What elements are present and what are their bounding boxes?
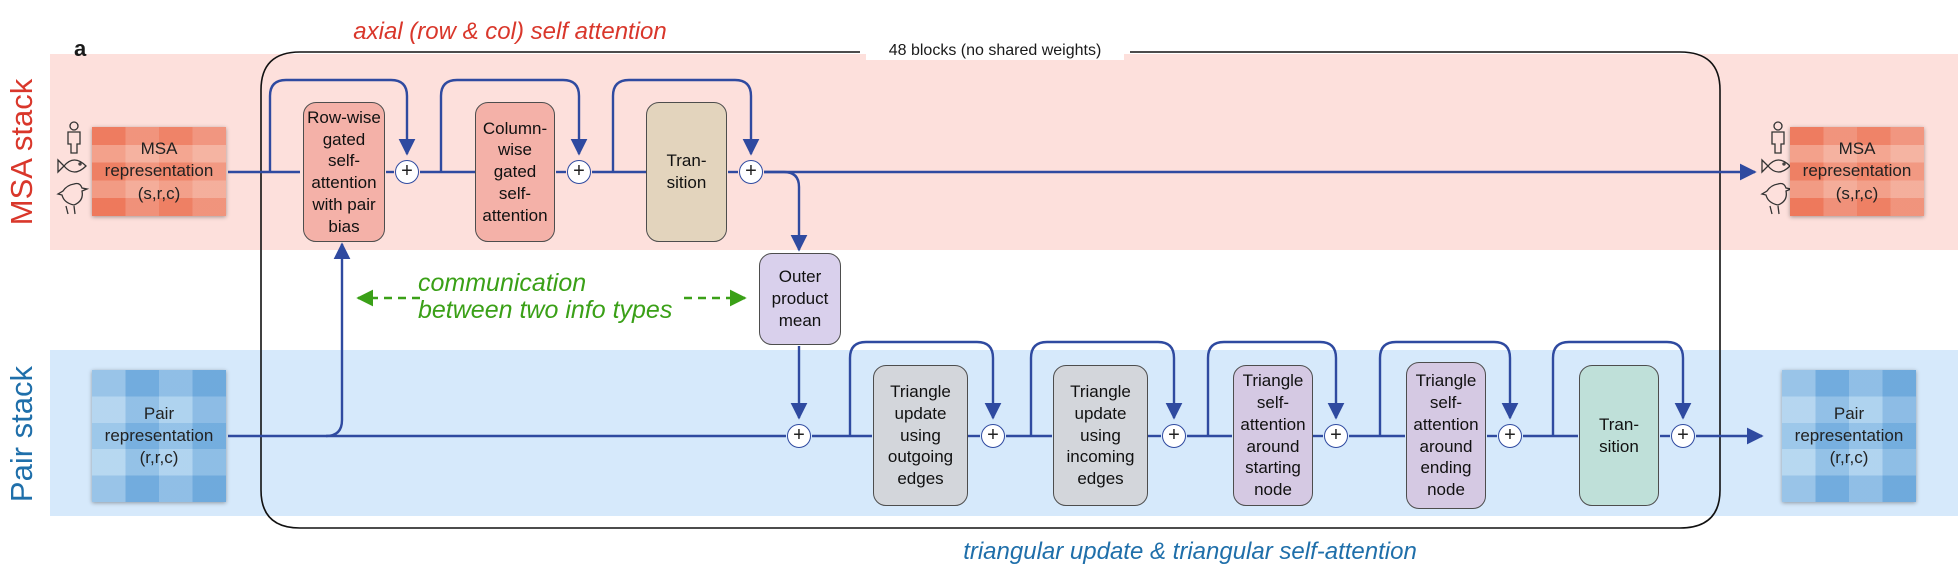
pair-stack-label: Pair stack xyxy=(4,365,39,503)
pair-residual-2 xyxy=(1029,340,1183,436)
row-wise-gated-self-attention-label: Row-wise gated self- attention with pair… xyxy=(307,107,381,236)
msa-add-node-3: + xyxy=(739,160,763,184)
pair-transition-label: Tran- sition xyxy=(1599,414,1639,456)
triangle-attention-ending-block: Triangle self- attention around ending n… xyxy=(1406,362,1486,509)
pair-representation-input: Pair representation (r,r,c) xyxy=(92,370,226,502)
pair-add-node-2: + xyxy=(1162,424,1186,448)
column-wise-gated-self-attention-block: Column- wise gated self- attention xyxy=(475,102,555,242)
triangle-update-outgoing-label: Triangle update using outgoing edges xyxy=(887,382,954,489)
human-icon xyxy=(67,121,81,154)
triangular-caption: triangular update & triangular self-atte… xyxy=(963,538,1417,565)
pair-residual-1 xyxy=(848,340,1002,436)
triangle-update-incoming-label: Triangle update using incoming edges xyxy=(1066,382,1135,489)
fish-icon xyxy=(1761,158,1791,174)
pair-add-node-1: + xyxy=(981,424,1005,448)
triangle-attention-starting-block: Triangle self- attention around starting… xyxy=(1233,365,1313,506)
communication-caption-line2: between two info types xyxy=(418,296,673,324)
bird-icon xyxy=(1760,182,1794,215)
msa-to-outer-product xyxy=(764,170,808,252)
msa-residual-2 xyxy=(439,78,588,172)
msa-representation-input: MSA representation (s,r,c) xyxy=(92,127,226,216)
pair-transition-block: Tran- sition xyxy=(1579,365,1659,506)
msa-transition-block: Tran- sition xyxy=(646,102,727,242)
axial-caption: axial (row & col) self attention xyxy=(353,18,667,45)
column-wise-gated-self-attention-label: Column- wise gated self- attention xyxy=(482,118,548,225)
msa-representation-input-label: MSA representation (s,r,c) xyxy=(104,139,214,203)
fish-icon xyxy=(57,158,87,174)
msa-add-node-2: + xyxy=(567,160,591,184)
pair-representation-output: Pair representation (r,r,c) xyxy=(1782,370,1916,502)
pair-representation-output-label: Pair representation (r,r,c) xyxy=(1794,403,1904,468)
blocks-frame xyxy=(260,51,1721,529)
communication-caption-line1: communication xyxy=(418,269,587,297)
pair-add-node-3: + xyxy=(1324,424,1348,448)
pair-add-node-4: + xyxy=(1498,424,1522,448)
outer-product-mean-label: Outer product mean xyxy=(771,267,829,330)
msa-representation-output: MSA representation (s,r,c) xyxy=(1790,127,1924,216)
organism-icons-left xyxy=(56,121,90,215)
msa-representation-output-label: MSA representation (s,r,c) xyxy=(1802,139,1912,203)
human-icon xyxy=(1771,121,1785,154)
pair-residual-4 xyxy=(1378,340,1519,436)
pair-residual-5 xyxy=(1551,340,1692,436)
triangle-update-incoming-block: Triangle update using incoming edges xyxy=(1053,365,1148,506)
msa-residual-3 xyxy=(611,78,760,172)
triangle-attention-starting-label: Triangle self- attention around starting… xyxy=(1240,371,1306,499)
blocks-caption: 48 blocks (no shared weights) xyxy=(866,41,1124,61)
msa-add-node-1: + xyxy=(395,160,419,184)
row-wise-gated-self-attention-block: Row-wise gated self- attention with pair… xyxy=(303,102,385,242)
pair-add-node-5: + xyxy=(1671,424,1695,448)
pair-representation-input-label: Pair representation (r,r,c) xyxy=(104,403,214,468)
outer-product-mean-block: Outer product mean xyxy=(759,253,841,345)
panel-letter: a xyxy=(74,36,87,61)
pair-residual-3 xyxy=(1206,340,1345,436)
pair-bias-branch xyxy=(325,242,351,438)
msa-residual-1 xyxy=(268,78,416,172)
msa-stack-label: MSA stack xyxy=(4,78,39,226)
communication-caption: communication between two info types xyxy=(418,270,738,324)
msa-transition-label: Tran- sition xyxy=(666,151,707,192)
triangle-update-outgoing-block: Triangle update using outgoing edges xyxy=(873,365,968,506)
bird-icon xyxy=(56,182,90,215)
pair-add-node-outer-product: + xyxy=(787,424,811,448)
organism-icons-right xyxy=(1760,121,1794,215)
triangle-attention-ending-label: Triangle self- attention around ending n… xyxy=(1413,371,1479,499)
